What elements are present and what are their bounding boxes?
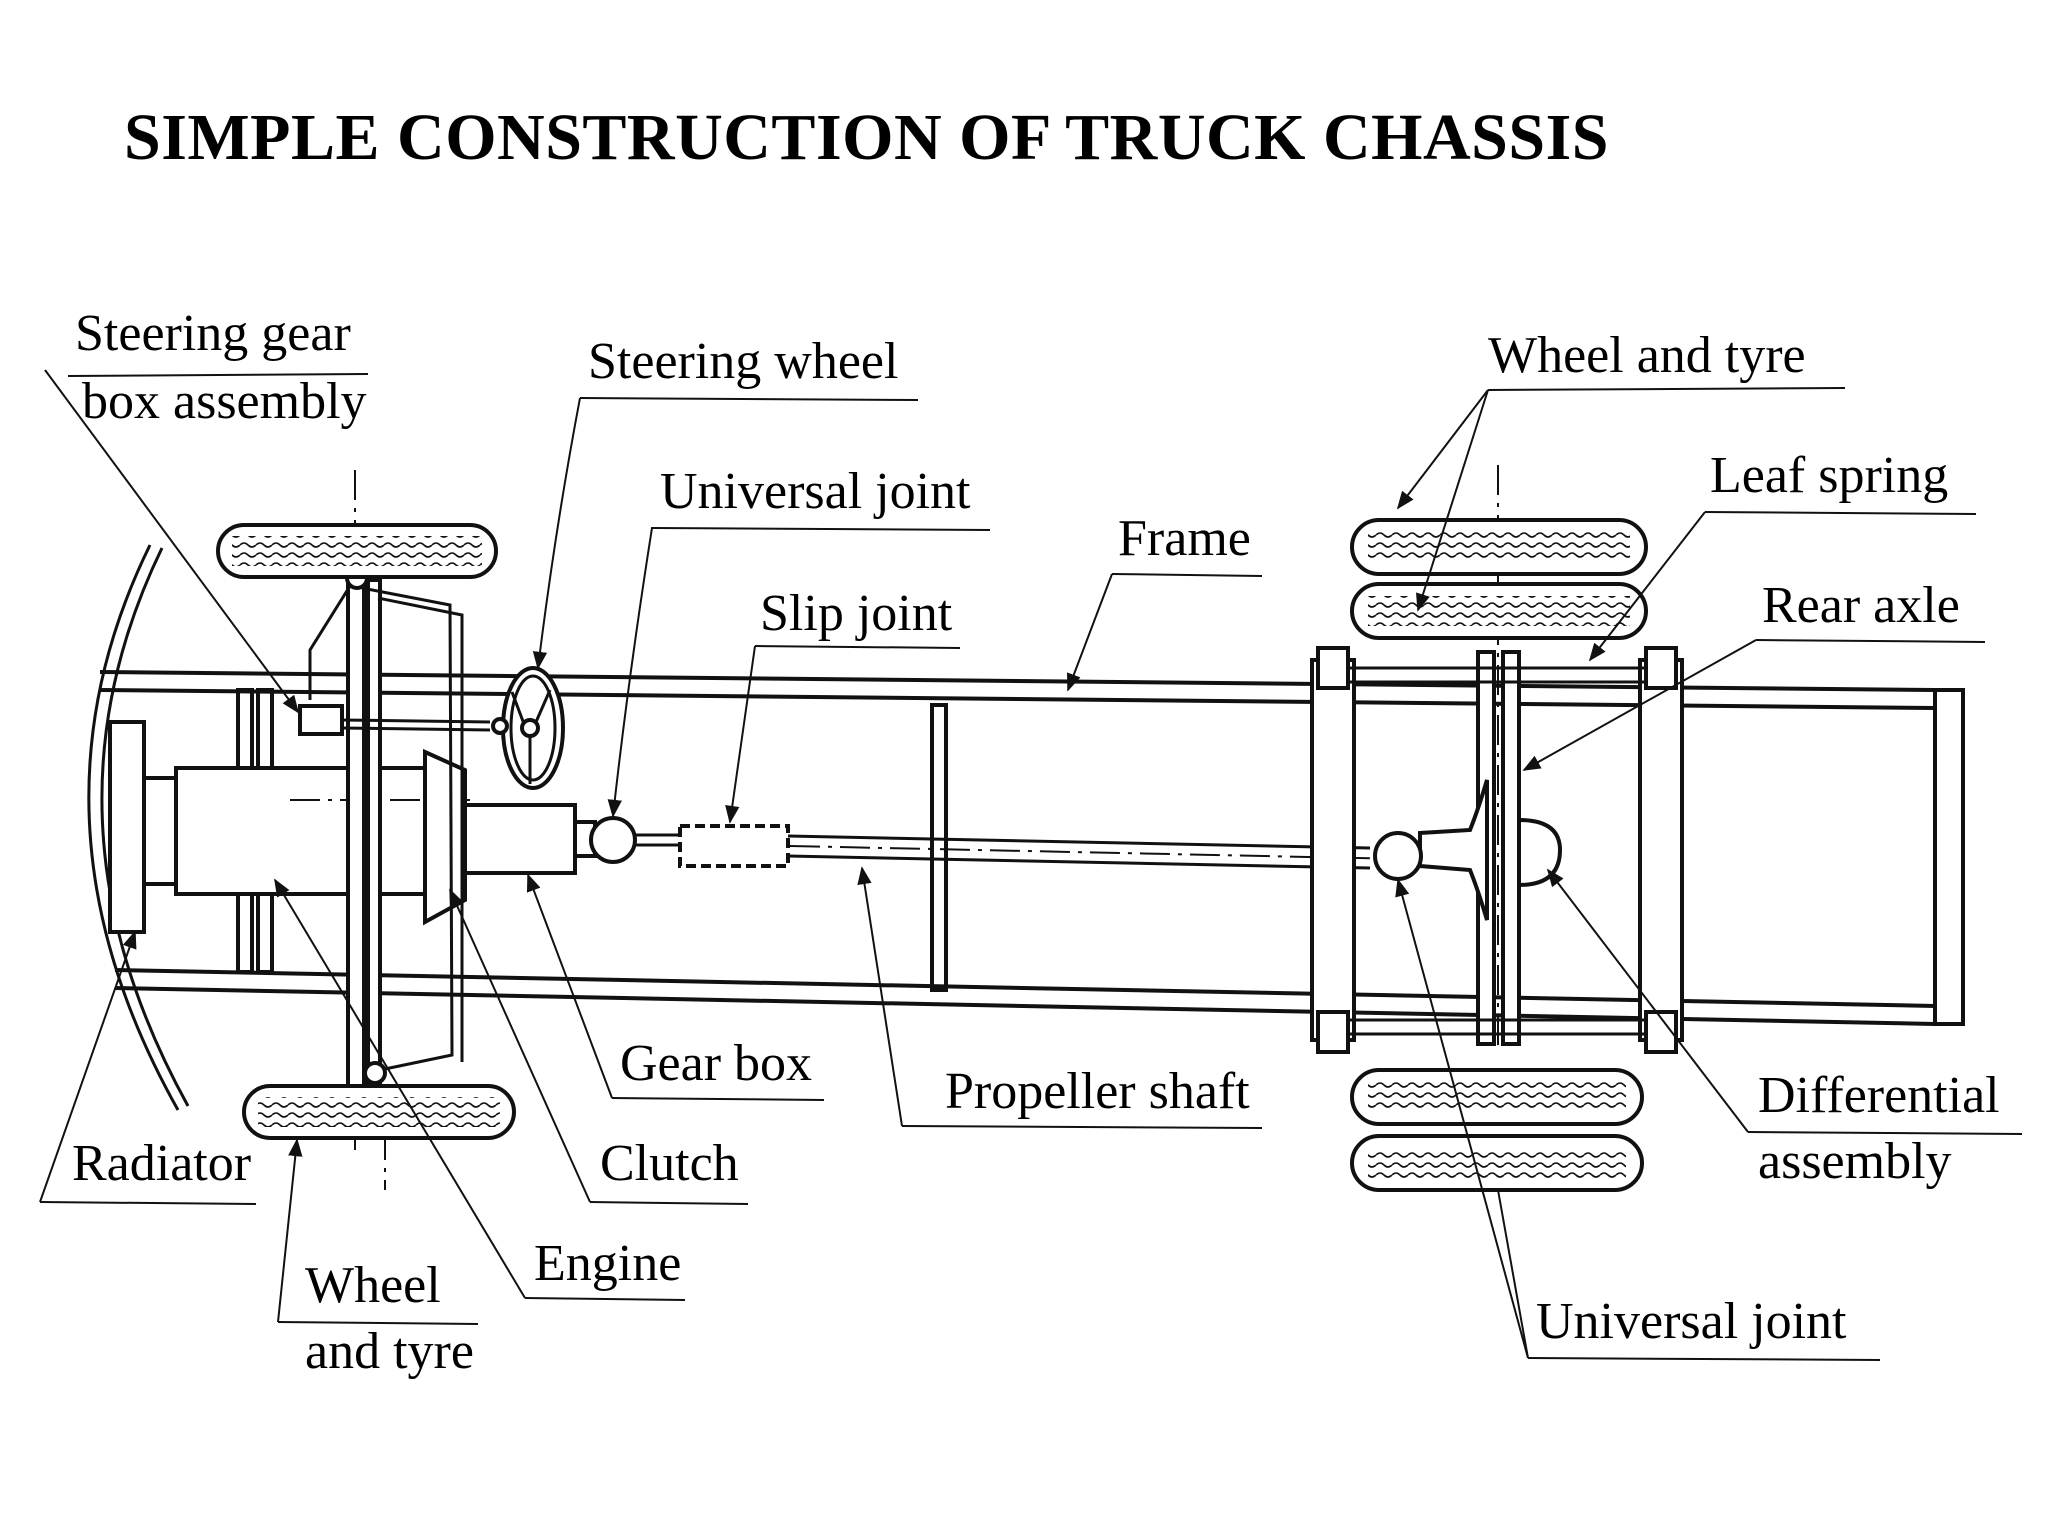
label-universal-joint-rear: Universal joint [1536, 1293, 1847, 1350]
radiator [87, 544, 190, 1111]
label-slip-joint: Slip joint [760, 585, 953, 642]
label-frame: Frame [1118, 510, 1251, 567]
front-lower-tyre [242, 1084, 516, 1140]
label-wheel-tyre-rear: Wheel and tyre [1488, 327, 1806, 384]
gear-box [463, 803, 597, 875]
label-propeller-shaft: Propeller shaft [945, 1063, 1250, 1120]
page-title: SIMPLE CONSTRUCTION OF TRUCK CHASSIS [124, 101, 1609, 174]
leader-lines [39, 369, 2023, 1361]
label-gear-box: Gear box [620, 1035, 812, 1092]
steering-gear-box [298, 704, 491, 736]
label-universal-joint-front: Universal joint [660, 463, 971, 520]
label-differential-line2: assembly [1758, 1133, 1952, 1190]
front-upper-tyre [216, 523, 498, 579]
label-rear-axle: Rear axle [1762, 577, 1960, 634]
rear-lower-outer-tyre [1350, 1134, 1644, 1192]
rear-upper-inner-tyre [1350, 582, 1648, 640]
steering-wheel [491, 666, 565, 790]
label-wheel-tyre-front-line2: and tyre [305, 1323, 474, 1380]
label-clutch: Clutch [600, 1135, 739, 1192]
label-wheel-tyre-front-line1: Wheel [305, 1257, 441, 1314]
label-differential-line1: Differential [1758, 1067, 2000, 1124]
labels: Steering gear box assembly Steering whee… [72, 305, 2000, 1380]
label-radiator: Radiator [72, 1135, 251, 1192]
label-steering-wheel: Steering wheel [588, 333, 898, 390]
rear-axle [1310, 465, 1684, 1054]
rear-upper-outer-tyre [1350, 518, 1648, 576]
label-engine: Engine [534, 1235, 681, 1292]
front-axle [308, 470, 464, 1190]
label-steering-gear-box-line1: Steering gear [75, 305, 351, 362]
label-steering-gear-box-line2: box assembly [82, 373, 367, 430]
label-leaf-spring: Leaf spring [1710, 447, 1948, 504]
rear-lower-inner-tyre [1350, 1068, 1644, 1126]
clutch [423, 748, 467, 926]
